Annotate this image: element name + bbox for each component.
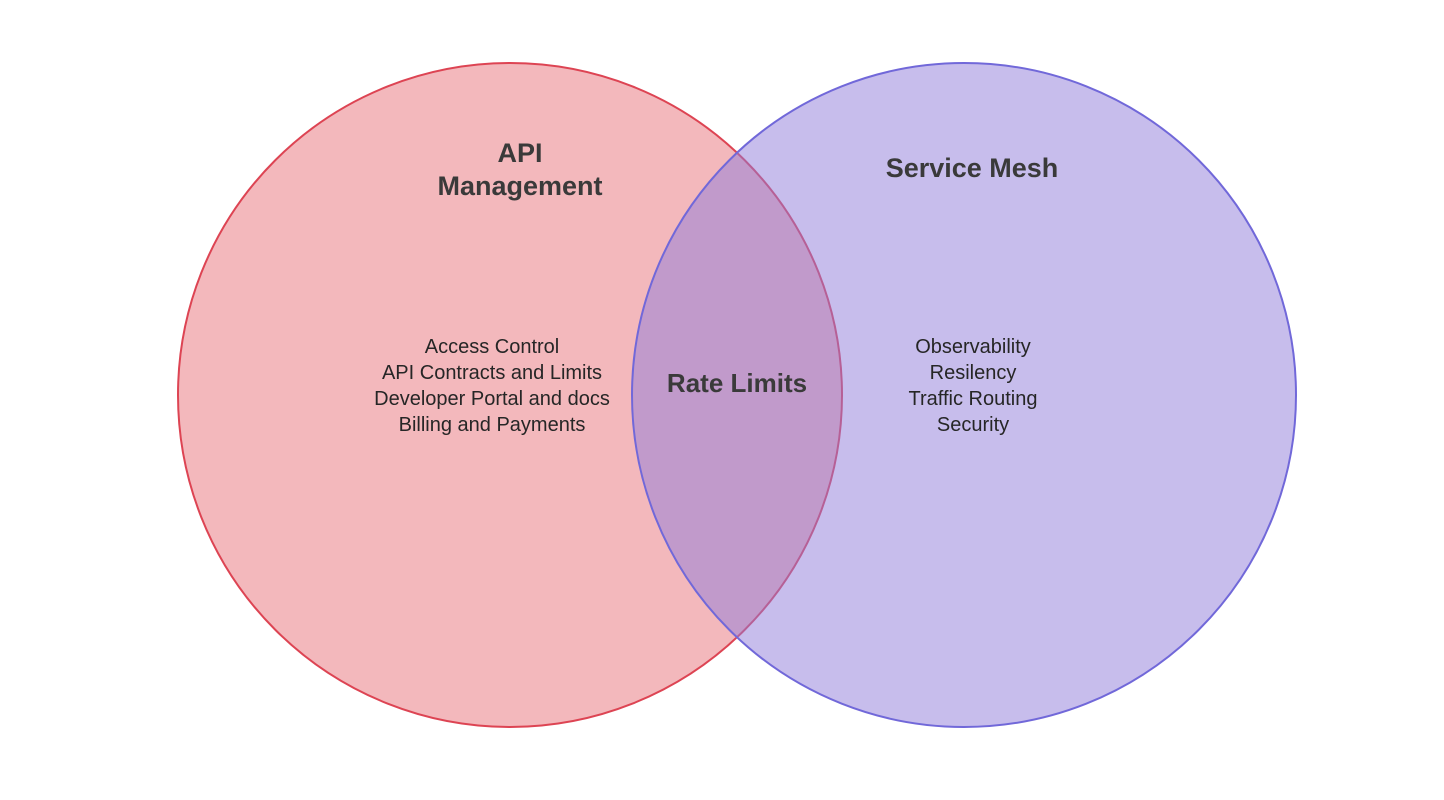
right-set-items: Observability Resilency Traffic Routing … [823, 334, 1123, 438]
left-set-title: API Management [437, 138, 603, 201]
list-item: Observability [915, 336, 1031, 358]
venn-circle-service-mesh [631, 62, 1297, 728]
list-item: API Contracts and Limits [381, 362, 603, 384]
list-item: Billing and Payments [398, 414, 586, 436]
list-item: Traffic Routing [908, 388, 1038, 410]
intersection-label: Rate Limits [666, 368, 808, 398]
list-item: Resilency [929, 362, 1017, 384]
list-item: Developer Portal and docs [374, 388, 610, 410]
list-item: Access Control [424, 336, 560, 358]
left-set-items: Access Control API Contracts and Limits … [332, 334, 652, 438]
right-set-title: Service Mesh [885, 153, 1059, 183]
list-item: Security [936, 414, 1010, 436]
